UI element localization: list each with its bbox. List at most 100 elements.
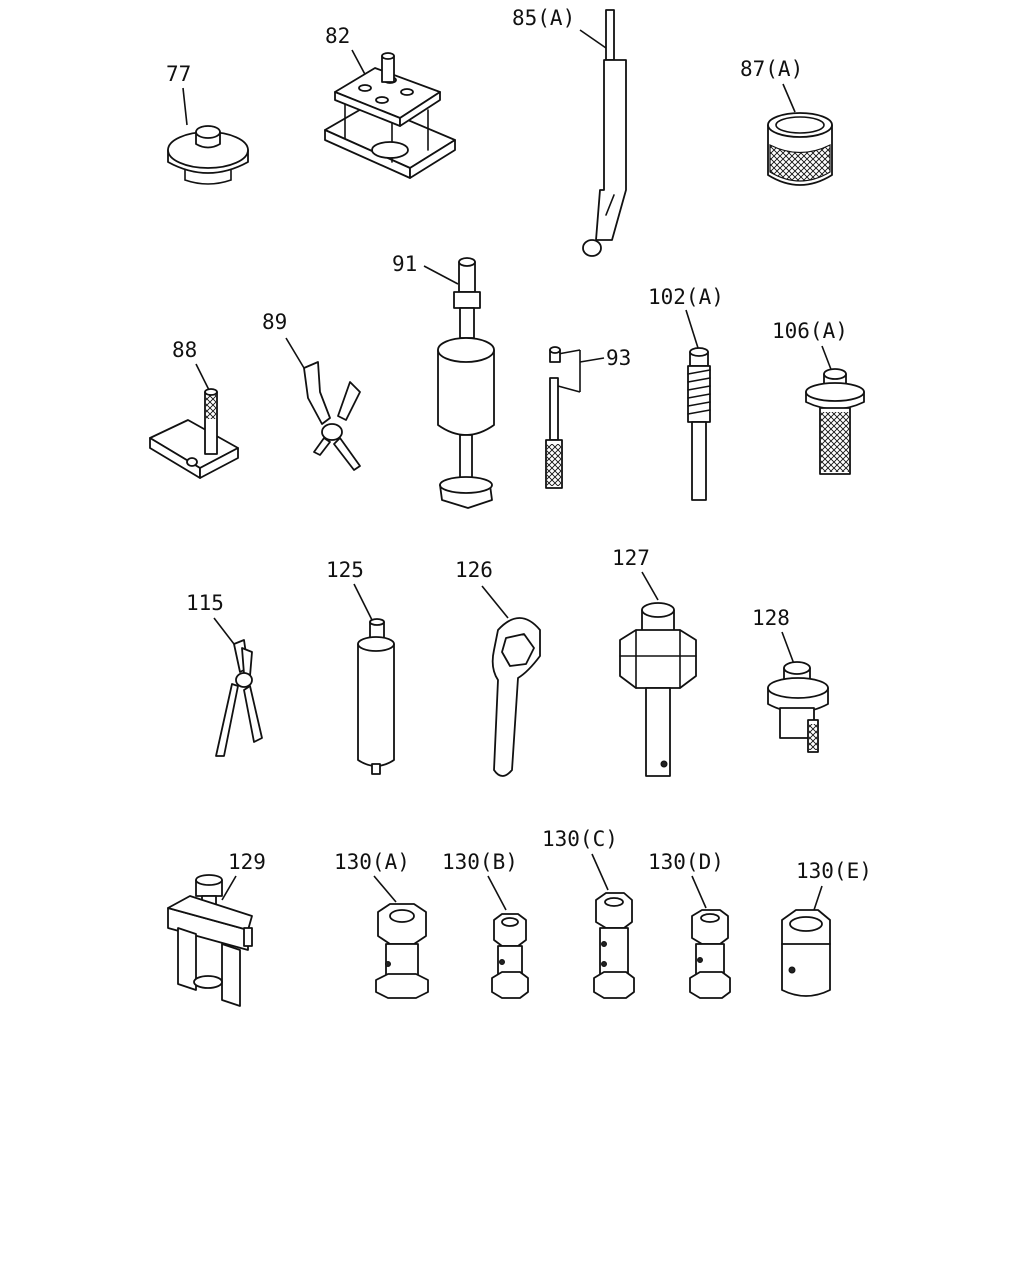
press-hole-3 (375, 96, 389, 104)
clamp-arm-right (337, 381, 361, 421)
pliers-handle-left (215, 683, 239, 757)
label-126: 126 (455, 558, 493, 582)
socket-hex (619, 629, 697, 689)
fixture-rod-knurl (206, 395, 216, 419)
leader-88 (195, 363, 211, 393)
cylinder-pin (371, 763, 381, 775)
rod-thread-lines (687, 369, 711, 415)
fixture-pin (186, 457, 198, 467)
part-106a: 106(A) (772, 319, 865, 475)
label-130d: 130(D) (648, 850, 724, 874)
label-91: 91 (392, 252, 417, 276)
cylinder-nub-top (369, 618, 385, 626)
leader-127 (641, 571, 659, 601)
socket-e-pin-hole (788, 966, 796, 974)
press-hole-1 (358, 84, 372, 92)
leader-93-b (557, 385, 581, 393)
part-82: 82 (324, 24, 456, 179)
socket-tube-rim (641, 602, 675, 618)
label-89: 89 (262, 310, 287, 334)
label-127: 127 (612, 546, 650, 570)
part-126: 126 (455, 558, 541, 777)
part-129: 129 (167, 850, 266, 1007)
block-screw-head-top (195, 874, 223, 886)
leader-102a (685, 309, 699, 349)
leader-130a (373, 875, 397, 903)
leader-126 (481, 585, 509, 619)
socket-c-pin-hole-1 (601, 941, 607, 947)
socket-shaft (645, 687, 671, 777)
lever-arm (595, 59, 627, 241)
block-top-bar-top (167, 895, 253, 931)
part-130a: 130(A) (334, 850, 429, 999)
leader-77 (182, 87, 188, 126)
label-130c: 130(C) (542, 827, 618, 851)
part-127: 127 (612, 546, 697, 777)
part-128: 128 (752, 606, 829, 753)
puller-ring-top (767, 677, 829, 699)
label-128: 128 (752, 606, 790, 630)
socket-a-pin-hole (385, 961, 391, 967)
hammer-collar (453, 291, 481, 309)
pliers-jaw-right (241, 647, 253, 677)
lever-slot (605, 194, 615, 216)
puller-screw-knurl (809, 724, 817, 750)
press-base-side (409, 139, 456, 179)
cylinder-body (357, 643, 395, 767)
leader-85a (579, 29, 607, 49)
bolt-cap-top (823, 368, 847, 380)
clamp-arm-left (303, 361, 331, 425)
part-93: 93 (545, 346, 631, 489)
label-82: 82 (325, 24, 350, 48)
rod-shaft (691, 421, 707, 501)
label-129: 129 (228, 850, 266, 874)
cylinder-top (357, 636, 395, 652)
label-130a: 130(A) (334, 850, 410, 874)
lever-knob (582, 239, 602, 257)
rod-head-top (689, 347, 709, 357)
leader-130e (813, 885, 823, 911)
cup-knurl (769, 144, 831, 182)
hammer-foot-top (439, 476, 493, 494)
press-screw-top (381, 52, 395, 60)
puller-head-top (783, 661, 811, 675)
clamp-handle-right (333, 437, 361, 471)
fixture-rod-top (204, 388, 218, 396)
socket-b-bottom (491, 971, 529, 999)
part-115: 115 (186, 591, 263, 757)
wrench-hex-hole (501, 633, 535, 667)
socket-a-hole (389, 909, 415, 923)
cap-skirt (184, 169, 232, 185)
part-102a: 102(A) (648, 285, 724, 501)
block-center-disc (193, 975, 223, 989)
part-130d: 130(D) (648, 850, 731, 999)
socket-b-pin-hole (499, 959, 505, 965)
label-130e: 130(E) (796, 859, 872, 883)
part-125: 125 (326, 558, 395, 775)
leader-91 (423, 265, 459, 285)
socket-d-bottom (689, 971, 731, 999)
clamp-pivot (321, 423, 343, 441)
fixture-base-side (199, 447, 239, 479)
block-side-tab (243, 927, 253, 947)
hammer-shaft-upper (459, 307, 475, 339)
part-89: 89 (262, 310, 361, 471)
leader-128 (781, 631, 795, 665)
socket-c-pin-hole-2 (601, 961, 607, 967)
part-87a: 87(A) (740, 57, 833, 186)
socket-c-bottom (593, 971, 635, 999)
socket-e-hole (789, 916, 823, 932)
leader-130c (591, 853, 609, 891)
cap-knob-top (195, 125, 221, 139)
label-93: 93 (606, 346, 631, 370)
pliers-handle-right (243, 685, 263, 743)
leader-93 (579, 357, 605, 363)
leader-115 (213, 617, 235, 645)
small-screw-top (549, 346, 561, 354)
bolt-knurl (821, 412, 849, 472)
leader-93-a (557, 349, 581, 355)
label-87a: 87(A) (740, 57, 803, 81)
socket-a-bottom (375, 973, 429, 999)
part-130b: 130(B) (442, 850, 529, 999)
